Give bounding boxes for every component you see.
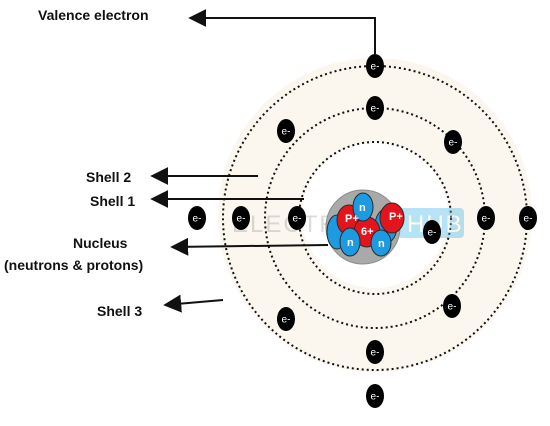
electron-12: e- xyxy=(443,294,461,318)
neutron-label-top: n xyxy=(359,202,366,214)
electron-label: e- xyxy=(449,138,458,149)
electron-13: e- xyxy=(366,340,384,364)
electron-body xyxy=(366,384,384,408)
electron-label: e- xyxy=(293,214,302,225)
electron-3: e- xyxy=(277,119,295,143)
electron-10: e- xyxy=(519,206,537,230)
neutron-top xyxy=(352,192,374,222)
electron-body xyxy=(288,206,306,230)
electron-1: e- xyxy=(366,54,384,78)
valence-arrow xyxy=(188,9,376,54)
electron-label: e- xyxy=(371,348,380,359)
electron-body xyxy=(477,206,495,230)
nucleus: P+ P+ 6+ n n n xyxy=(325,189,405,265)
shell-1-label: Shell 1 xyxy=(90,193,135,209)
proton-right xyxy=(379,202,405,234)
electron-label: e- xyxy=(282,127,291,138)
electron-body xyxy=(366,96,384,120)
electron-label: e- xyxy=(282,315,291,326)
shell-3-label: Shell 3 xyxy=(97,303,142,319)
shell3-arrow xyxy=(163,294,224,313)
electron-body xyxy=(423,220,441,244)
electron-body xyxy=(277,119,295,143)
electron-body xyxy=(519,206,537,230)
electron-body xyxy=(366,54,384,78)
electron-4: e- xyxy=(444,130,462,154)
electron-label: e- xyxy=(371,62,380,73)
nucleus-arrow xyxy=(170,237,329,256)
proton-label-left: P+ xyxy=(345,213,359,225)
electron-label: e- xyxy=(193,214,202,225)
neutron-bottom-left xyxy=(339,227,361,257)
nucleus-label: Nucleus xyxy=(73,235,128,251)
electron-label: e- xyxy=(371,392,380,403)
electron-body xyxy=(443,294,461,318)
electron-label: e- xyxy=(371,104,380,115)
electron-14: e- xyxy=(366,384,384,408)
shell-1-orbit xyxy=(298,141,452,295)
electron-body xyxy=(232,206,250,230)
electron-body xyxy=(277,307,295,331)
nucleus-center-label: 6+ xyxy=(361,226,374,238)
electron-body xyxy=(444,130,462,154)
electron-body xyxy=(188,206,206,230)
nucleus-sublabel: (neutrons & protons) xyxy=(4,257,143,273)
proton-label-right: P+ xyxy=(389,211,403,223)
electron-8: e- xyxy=(423,220,441,244)
electron-label: e- xyxy=(428,228,437,239)
electron-7: e- xyxy=(288,206,306,230)
neutron-bottom-right xyxy=(370,229,392,257)
electron-9: e- xyxy=(477,206,495,230)
neutron-label-bottom-right: n xyxy=(378,238,385,250)
valence-electron-label: Valence electron xyxy=(38,7,149,23)
neutron-label-bottom-left: n xyxy=(347,237,354,249)
electron-label: e- xyxy=(482,214,491,225)
shell-2-label: Shell 2 xyxy=(86,169,131,185)
electron-label: e- xyxy=(524,214,533,225)
electron-2: e- xyxy=(366,96,384,120)
electron-body xyxy=(366,340,384,364)
electron-label: e- xyxy=(448,302,457,313)
electron-6: e- xyxy=(232,206,250,230)
electron-label: e- xyxy=(237,214,246,225)
electron-11: e- xyxy=(277,307,295,331)
electron-5: e- xyxy=(188,206,206,230)
